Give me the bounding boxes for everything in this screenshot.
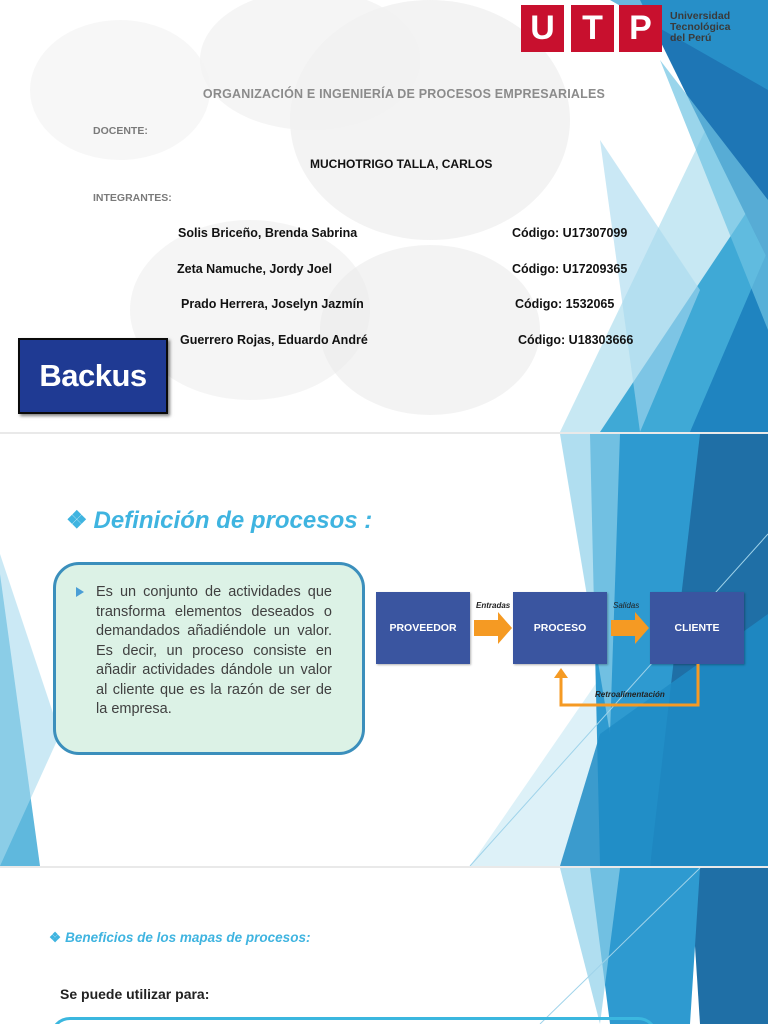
- integrantes-label: INTEGRANTES:: [93, 192, 172, 204]
- member-code: Código: U17209365: [512, 262, 628, 276]
- arrow-right-icon: [474, 612, 512, 644]
- benefits-subheading: Se puede utilizar para:: [60, 986, 210, 1002]
- diamond-star-bullet-icon: ❖: [66, 507, 88, 534]
- utp-name-line: del Perú: [670, 32, 712, 44]
- utp-name-line: Universidad: [670, 10, 731, 22]
- slide-divider: [0, 866, 768, 868]
- arrow-up-icon: [554, 668, 568, 678]
- member-name: Prado Herrera, Joselyn Jazmín: [181, 297, 364, 311]
- diagram-box-proceso: PROCESO: [513, 592, 607, 664]
- process-diagram: PROVEEDOR PROCESO CLIENTE Entradas Salid…: [376, 592, 748, 712]
- benefits-box: [50, 1017, 658, 1024]
- utp-letter-p: P: [619, 5, 662, 52]
- benefits-slide: ❖Beneficios de los mapas de procesos: Se…: [0, 868, 768, 1024]
- utp-letter-u: U: [521, 5, 564, 52]
- utp-university-name: Universidad Tecnológica del Perú: [670, 11, 760, 44]
- diamond-star-bullet-icon: ❖: [49, 930, 62, 945]
- triangle-bullet-icon: [76, 587, 84, 597]
- member-code: Código: U17307099: [512, 226, 628, 240]
- background-decoration: [30, 0, 768, 432]
- member-name: Zeta Namuche, Jordy Joel: [177, 262, 332, 276]
- diagram-arrows: [474, 612, 700, 707]
- docente-name: MUCHOTRIGO TALLA, CARLOS: [310, 157, 493, 171]
- title-slide: U T P Universidad Tecnológica del Perú O…: [0, 0, 768, 432]
- definition-slide: ❖Definición de procesos : Es un conjunto…: [0, 434, 768, 866]
- utp-name-line: Tecnológica: [670, 21, 731, 33]
- definition-text: Es un conjunto de actividades que transf…: [96, 584, 332, 717]
- diagram-box-cliente: CLIENTE: [650, 592, 744, 664]
- label-entradas: Entradas: [476, 601, 511, 610]
- definition-box: Es un conjunto de actividades que transf…: [53, 562, 365, 755]
- definition-heading-text: Definición de procesos :: [93, 507, 373, 534]
- feedback-arrow-line: [559, 664, 700, 707]
- member-code: Código: 1532065: [515, 297, 615, 311]
- label-retroalimentacion: Retroalimentación: [595, 690, 665, 699]
- course-title: ORGANIZACIÓN E INGENIERÍA DE PROCESOS EM…: [202, 87, 606, 101]
- benefits-heading: ❖Beneficios de los mapas de procesos:: [49, 930, 310, 946]
- definition-heading: ❖Definición de procesos :: [66, 506, 372, 535]
- slide-divider: [0, 432, 768, 434]
- member-name: Guerrero Rojas, Eduardo André: [180, 333, 368, 347]
- label-salidas: Salidas: [613, 601, 640, 610]
- background-decoration: [539, 868, 768, 1024]
- arrow-right-icon: [611, 612, 649, 644]
- docente-label: DOCENTE:: [93, 125, 148, 137]
- member-name: Solis Briceño, Brenda Sabrina: [178, 226, 358, 240]
- diagram-box-proveedor: PROVEEDOR: [376, 592, 470, 664]
- member-code: Código: U18303666: [518, 333, 634, 347]
- backus-logo: Backus: [18, 338, 168, 414]
- benefits-heading-text: Beneficios de los mapas de procesos:: [65, 930, 311, 945]
- utp-letter-t: T: [571, 5, 614, 52]
